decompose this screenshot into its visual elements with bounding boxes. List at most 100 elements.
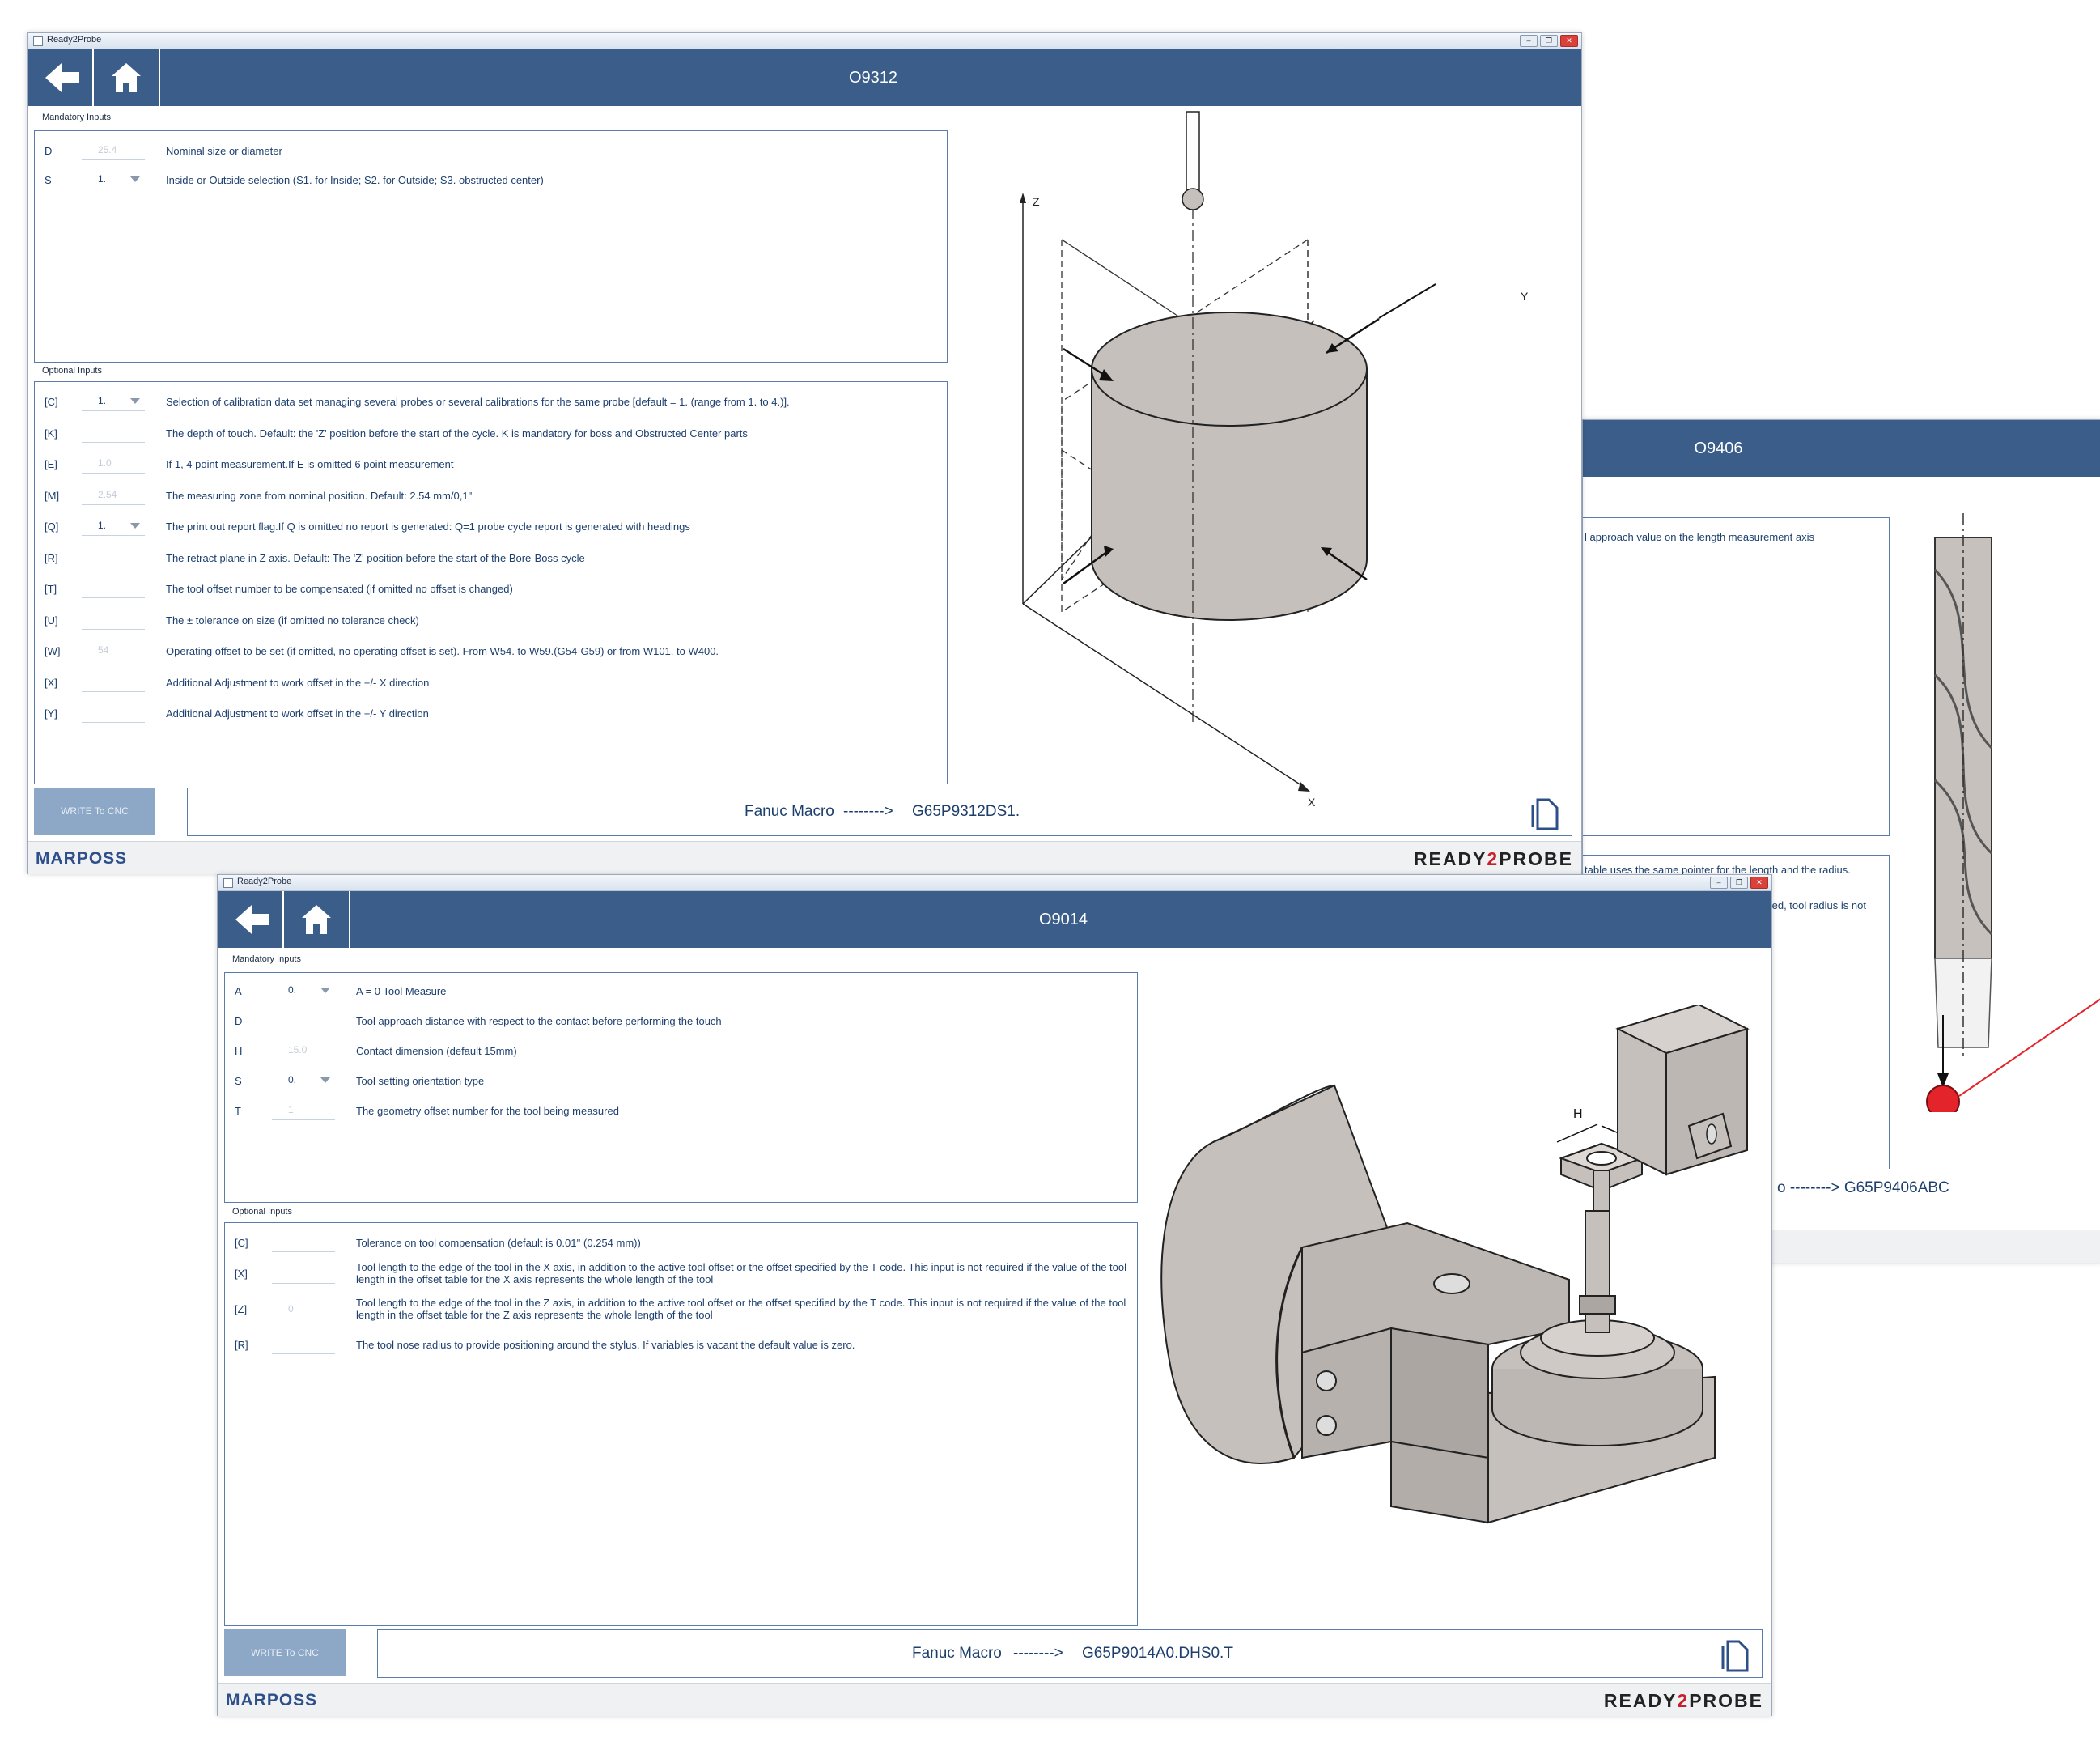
minimize-button[interactable]: – [1710,877,1728,889]
param-description: Tool length to the edge of the tool in t… [356,1261,1127,1285]
input-row: [R]The retract plane in Z axis. Default:… [35,543,947,571]
header-bar: O9312 [28,49,1581,106]
optional-inputs-label: Optional Inputs [42,366,102,376]
param-letter: [X] [45,676,57,689]
param-input[interactable] [272,1231,335,1252]
param-input[interactable] [272,1263,335,1284]
restore-button[interactable]: ❐ [1730,877,1748,889]
write-to-cnc-button[interactable]: WRITE To CNC [224,1629,346,1676]
param-dropdown[interactable]: 1. [82,168,145,189]
minimize-button[interactable]: – [1520,35,1538,47]
mandatory-inputs-label: Mandatory Inputs [42,113,111,122]
home-button[interactable] [284,891,350,948]
param-input[interactable] [82,577,145,598]
back-button[interactable] [218,891,284,948]
copy-icon[interactable] [1720,1637,1752,1672]
param-input[interactable] [272,1333,335,1354]
param-letter: [U] [45,614,58,627]
param-description: The measuring zone from nominal position… [166,489,473,502]
back-button[interactable] [28,49,94,106]
param-letter: [C] [235,1237,248,1249]
home-button[interactable] [94,49,160,106]
param-description: The ± tolerance on size (if omitted no t… [166,614,419,627]
param-input[interactable] [82,671,145,692]
param-letter: D [235,1015,243,1027]
macro-code: G65P9014A0.DHS0.T [1082,1645,1233,1662]
restore-button[interactable]: ❐ [1540,35,1558,47]
input-row: [K]The depth of touch. Default: the 'Z' … [35,418,947,446]
title-bar: Ready2Probe – ❐ ✕ [28,33,1581,49]
param-letter: D [45,145,53,157]
param-description: Selection of calibration data set managi… [166,396,790,408]
param-letter: [X] [235,1268,248,1280]
macro-prefix: Fanuc Macro [745,803,834,820]
param-input[interactable]: 1.0 [82,452,145,474]
header-bar: O9014 [218,891,1771,948]
copy-icon[interactable] [1529,795,1562,830]
write-to-cnc-button[interactable]: WRITE To CNC [34,788,155,835]
desc-text: table uses the same pointer for the leng… [1585,864,1851,876]
param-input[interactable] [82,609,145,630]
param-input[interactable] [82,702,145,723]
axis-label-y: Y [1521,290,1529,303]
ready2probe-logo: READY2PROBE [1603,1690,1763,1711]
param-input[interactable]: 25.4 [82,139,145,160]
chevron-down-icon [130,523,140,529]
param-description: A = 0 Tool Measure [356,985,447,997]
param-input[interactable]: 1 [272,1099,335,1120]
input-row: D 25.4 Nominal size or diameter [35,136,947,164]
optional-inputs-panel: [C]1.Selection of calibration data set m… [34,381,948,784]
macro-arrow: --------> [1013,1645,1063,1662]
param-input[interactable]: 54 [82,639,145,660]
input-row: [T]The tool offset number to be compensa… [35,574,947,601]
footer-bar [1769,1230,2100,1263]
param-description: If 1, 4 point measurement.If E is omitte… [166,458,454,470]
param-description: Tool approach distance with respect to t… [356,1015,722,1027]
param-description: Nominal size or diameter [166,145,282,157]
param-letter: [E] [45,458,57,470]
param-dropdown[interactable]: 0. [272,979,335,1000]
window-o9014: Ready2Probe – ❐ ✕ O9014 Mandatory Inputs… [217,874,1772,1716]
param-input[interactable]: 15.0 [272,1039,335,1060]
header-bar: O9406 [1583,420,2100,477]
chevron-down-icon [130,176,140,182]
axis-label-x: X [1308,796,1316,809]
macro-arrow: --------> [843,803,893,820]
tool-setter-illustration: H D [1160,1005,1750,1524]
param-description: Additional Adjustment to work offset in … [166,676,430,689]
input-row: [U] The ± tolerance on size (if omitted n… [35,605,947,633]
macro-text: o --------> G65P9406ABC [1777,1179,1949,1196]
dim-label-h: H [1573,1107,1583,1121]
home-icon [302,905,331,934]
param-description: The retract plane in Z axis. Default: Th… [166,551,585,564]
param-dropdown[interactable]: 0. [272,1069,335,1090]
input-row: D Tool approach distance with respect to … [225,1006,1137,1034]
param-dropdown[interactable]: 1. [82,390,145,411]
param-description: Contact dimension (default 15mm) [356,1045,517,1057]
optional-inputs-label: Optional Inputs [232,1207,292,1217]
close-button[interactable]: ✕ [1560,35,1578,47]
arrow-left-icon [45,63,79,92]
param-input[interactable]: 2.54 [82,484,145,505]
param-dropdown[interactable]: 1. [82,515,145,536]
app-icon [223,878,233,888]
optional-inputs-panel: [C]Tolerance on tool compensation (defau… [224,1222,1138,1626]
param-letter: S [235,1075,242,1087]
close-button[interactable]: ✕ [1750,877,1768,889]
param-description: Operating offset to be set (if omitted, … [166,645,719,657]
input-row: [C]1.Selection of calibration data set m… [35,387,947,414]
param-input[interactable] [82,422,145,443]
param-input[interactable] [272,1009,335,1030]
param-input[interactable]: 0 [272,1298,335,1319]
param-input[interactable] [82,546,145,567]
param-letter: [K] [45,427,57,440]
param-letter: [R] [235,1339,248,1351]
param-letter: [T] [45,583,57,595]
window-o9312: Ready2Probe – ❐ ✕ O9312 Mandatory Inputs… [27,32,1582,874]
param-description: Additional Adjustment to work offset in … [166,707,429,720]
